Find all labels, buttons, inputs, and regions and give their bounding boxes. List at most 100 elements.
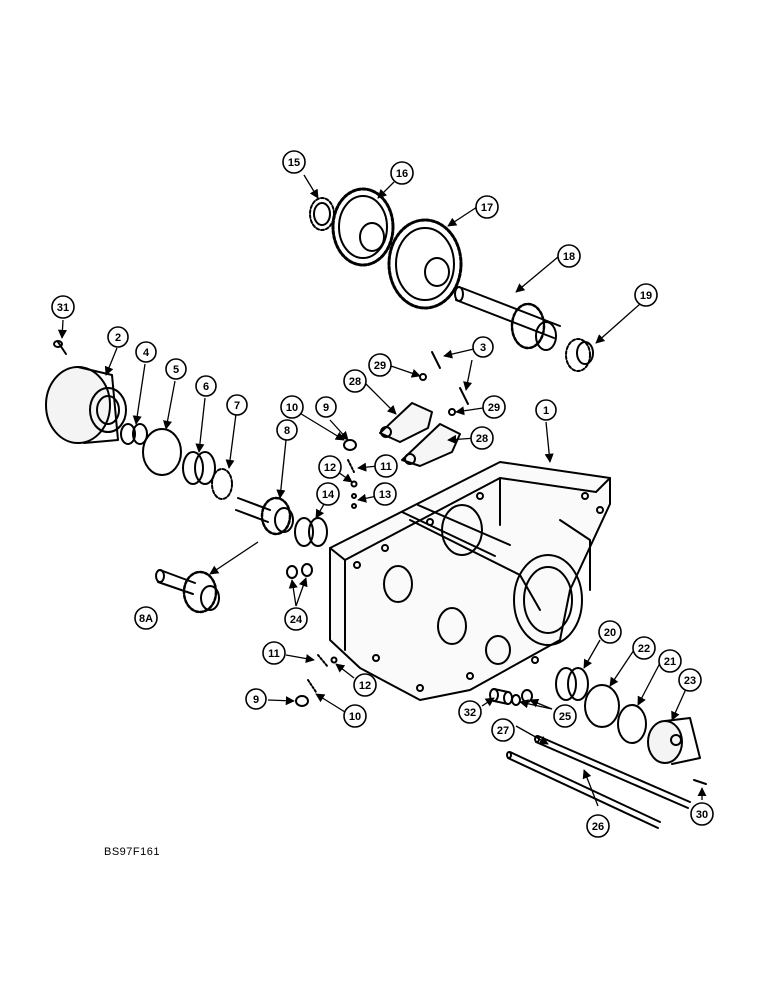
callout-19: 19 [634, 283, 658, 307]
callout-label: 26 [592, 821, 604, 833]
callout-15: 15 [282, 150, 306, 174]
callout-circle [458, 700, 482, 724]
callout-circle [353, 673, 377, 697]
callout-7: 7 [226, 394, 248, 416]
sleeve-14 [294, 517, 328, 547]
callout-circle [165, 358, 187, 380]
callout-circle [557, 244, 581, 268]
callout-circle [282, 150, 306, 174]
callout-circle [586, 814, 610, 838]
leader-25b [529, 698, 553, 710]
callout-32: 32 [458, 700, 482, 724]
callout-20: 20 [598, 620, 622, 644]
callout-circle [491, 718, 515, 742]
callout-label: 12 [359, 680, 371, 692]
gear-17 [387, 218, 463, 310]
callout-4: 4 [135, 341, 157, 363]
callout-28: 28 [343, 369, 367, 393]
gear-15 [309, 197, 335, 231]
callout-31: 31 [51, 295, 75, 319]
callout-23: 23 [678, 668, 702, 692]
rail-26 [506, 751, 661, 829]
callout-label: 10 [286, 402, 298, 414]
callout-label: 4 [143, 347, 150, 359]
leader-10a [297, 411, 345, 441]
callout-14: 14 [316, 482, 340, 506]
shaft-gear-8 [235, 496, 294, 536]
callout-label: 16 [396, 168, 408, 180]
leader-18 [515, 256, 559, 293]
leader-11b [285, 654, 315, 664]
callout-label: 29 [488, 402, 500, 414]
leader-7 [225, 413, 237, 469]
callout-circle [373, 482, 397, 506]
callout-circle [690, 802, 714, 826]
callout-label: 11 [380, 461, 392, 473]
callout-label: 9 [323, 402, 329, 414]
callout-label: 21 [664, 656, 676, 668]
callout-label: 9 [253, 694, 259, 706]
leader-6 [195, 397, 206, 453]
leader-19 [595, 303, 641, 344]
ball-13-b [351, 503, 357, 509]
callout-circle [276, 419, 298, 441]
leader-9b [267, 696, 295, 706]
callout-label: 20 [604, 627, 616, 639]
callout-label: 8 [284, 425, 290, 437]
callout-circle [51, 295, 75, 319]
callout-circle [482, 395, 506, 419]
plugs-24 [286, 563, 313, 579]
callout-circle [107, 326, 129, 348]
callout-label: 23 [684, 675, 696, 687]
callout-circle [634, 283, 658, 307]
gasket-22 [584, 684, 620, 728]
callout-circle [470, 426, 494, 450]
callout-27: 27 [491, 718, 515, 742]
callout-label: 30 [696, 809, 708, 821]
bolt-31 [53, 340, 67, 355]
bushing-4 [120, 423, 148, 445]
leader-29a [390, 365, 421, 378]
callout-label: 24 [290, 614, 303, 626]
setscrew-29-b [448, 408, 456, 416]
callout-5: 5 [165, 358, 187, 380]
callout-29: 29 [482, 395, 506, 419]
callout-circle [632, 636, 656, 660]
callout-label: 10 [349, 711, 361, 723]
callout-circle [195, 375, 217, 397]
callout-circle [374, 454, 398, 478]
callout-12: 12 [318, 455, 342, 479]
callout-circle [316, 482, 340, 506]
figure-code: BS97F161 [104, 846, 160, 858]
bolt-3-a [431, 351, 441, 369]
leader-20 [583, 639, 601, 669]
callout-circle [678, 668, 702, 692]
leader-9a [329, 419, 349, 441]
callout-circle [598, 620, 622, 644]
callout-2: 2 [107, 326, 129, 348]
callout-circle [553, 704, 577, 728]
callout-label: 6 [203, 381, 209, 393]
leader-2 [104, 347, 118, 376]
leader-12b [335, 663, 355, 679]
leader-5 [163, 380, 176, 430]
bearing-cup-6 [182, 451, 216, 485]
callout-label: 29 [374, 360, 386, 372]
callout-label: 13 [379, 489, 391, 501]
callout-26: 26 [586, 814, 610, 838]
callout-11: 11 [374, 454, 398, 478]
washer-25-a [511, 694, 521, 706]
leader-21 [637, 662, 661, 706]
cover-2 [45, 366, 127, 444]
callout-30: 30 [690, 802, 714, 826]
callout-label: 12 [324, 462, 336, 474]
ball-12-lower [330, 656, 338, 664]
callout-label: 2 [115, 332, 121, 344]
callout-6: 6 [195, 375, 217, 397]
transmission-housing [329, 461, 611, 701]
callout-label: 19 [640, 290, 652, 302]
leader-16 [377, 181, 395, 199]
leader-32 [481, 697, 495, 707]
callout-1: 1 [535, 399, 557, 421]
